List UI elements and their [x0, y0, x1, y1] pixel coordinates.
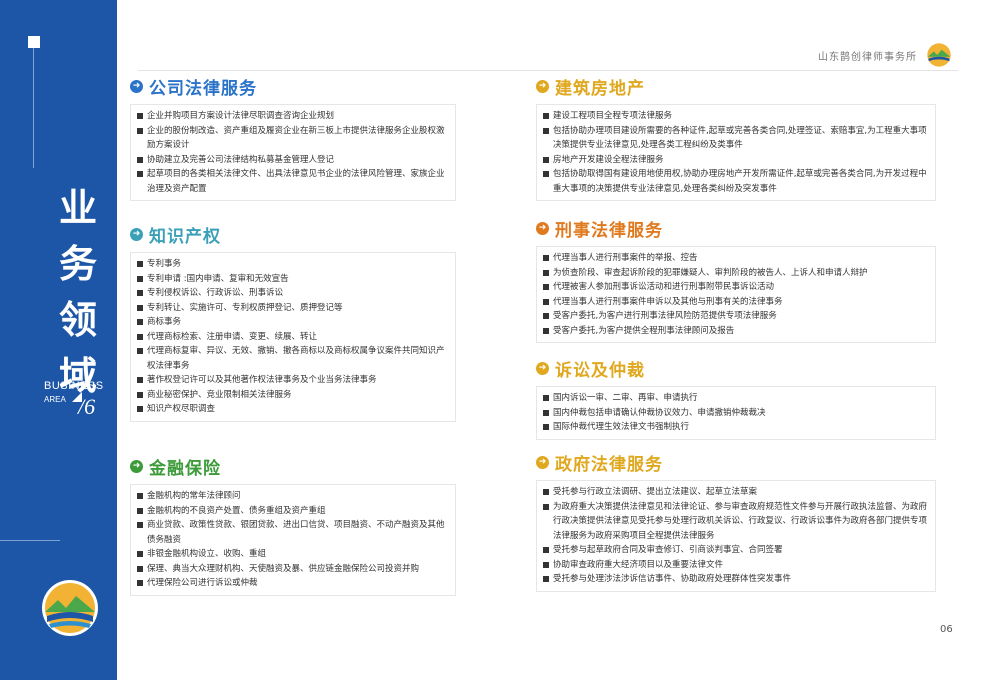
sidebar-title-char: 领	[58, 298, 97, 342]
list-item: 代理当事人进行刑事案件的举报、控告	[543, 251, 929, 266]
list-item: 为政府重大决策提供法律意见和法律论证、参与审查政府规范性文件参与开展行政执法监督…	[543, 500, 929, 544]
sidebar-title-char: 业	[58, 186, 97, 230]
list-item: 金融机构的常年法律顾问	[137, 489, 449, 504]
list-item: 代理商标检索、注册申请、变更、续展、转让	[137, 330, 449, 345]
list-item: 受托参与行政立法调研、提出立法建议、起草立法草案	[543, 485, 929, 500]
section-title: 政府法律服务	[555, 454, 663, 475]
section-header: ➜ 诉讼及仲裁	[536, 356, 936, 381]
triangle-icon	[72, 392, 82, 402]
arrow-right-icon: ➜	[130, 459, 143, 473]
section-ip: ➜ 知识产权 专利事务 专利申请 :国内申请、复审和无效宣告 专利侵权诉讼、行政…	[130, 222, 456, 422]
list-item: 代理商标复审、异议、无效、撤销、撤各商标以及商标权属争议案件共同知识产权法律事务	[137, 344, 449, 373]
firm-logo-icon	[42, 580, 98, 636]
list-item: 商业贷款、政策性贷款、银团贷款、进出口信贷、项目融资、不动产融资及其他债务融资	[137, 518, 449, 547]
list-item: 专利事务	[137, 257, 449, 272]
list-item: 商业秘密保护、竞业限制相关法律服务	[137, 388, 449, 403]
list-item: 包括协助取得国有建设用地使用权,协助办理房地产开发所需证件,起草或完善各类合同,…	[543, 167, 929, 196]
section-company: ➜ 公司法律服务 企业并购项目方案设计法律尽职调查咨询企业规划 企业的股份制改造…	[130, 74, 456, 201]
sidebar-square-marker	[28, 36, 40, 48]
list-item: 代理当事人进行刑事案件申诉以及其他与刑事有关的法律事务	[543, 295, 929, 310]
section-title: 刑事法律服务	[555, 220, 663, 241]
section-body: 受托参与行政立法调研、提出立法建议、起草立法草案 为政府重大决策提供法律意见和法…	[536, 480, 936, 592]
list-item: 国内诉讼一审、二审、再审、申请执行	[543, 391, 929, 406]
list-item: 协助审查政府重大经济项目以及重要法律文件	[543, 558, 929, 573]
list-item: 知识产权尽职调查	[137, 402, 449, 417]
list-item: 受托参与起草政府合同及审查修订、引商谈判事宜、合同签署	[543, 543, 929, 558]
list-item: 受客户委托,为客户提供全程刑事法律顾问及报告	[543, 324, 929, 339]
list-item: 企业并购项目方案设计法律尽职调查咨询企业规划	[137, 109, 449, 124]
arrow-right-icon: ➜	[536, 79, 549, 93]
list-item: 房地产开发建设全程法律服务	[543, 153, 929, 168]
section-body: 国内诉讼一审、二审、再审、申请执行 国内仲裁包括申请确认仲裁协议效力、申请撤销仲…	[536, 386, 936, 440]
sidebar-title-char: 域	[58, 354, 97, 398]
section-title: 公司法律服务	[149, 78, 257, 99]
list-item: 商标事务	[137, 315, 449, 330]
list-item: 代理保险公司进行诉讼或仲裁	[137, 576, 449, 591]
sidebar: 业 务 领 域 BUSINESS AREA /6	[0, 0, 117, 680]
arrow-right-icon: ➜	[536, 455, 549, 469]
arrow-right-icon: ➜	[536, 221, 549, 235]
section-header: ➜ 建筑房地产	[536, 74, 936, 99]
arrow-right-icon: ➜	[536, 361, 549, 375]
business-label: BUSINESS	[44, 380, 104, 392]
section-header: ➜ 金融保险	[130, 454, 456, 479]
section-header: ➜ 刑事法律服务	[536, 216, 936, 241]
list-item: 建设工程项目全程专项法律服务	[543, 109, 929, 124]
list-item: 金融机构的不良资产处置、债务重组及资产重组	[137, 504, 449, 519]
section-realestate: ➜ 建筑房地产 建设工程项目全程专项法律服务 包括协助办理项目建设所需要的各种证…	[536, 74, 936, 201]
section-body: 专利事务 专利申请 :国内申请、复审和无效宣告 专利侵权诉讼、行政诉讼、刑事诉讼…	[130, 252, 456, 422]
section-criminal: ➜ 刑事法律服务 代理当事人进行刑事案件的举报、控告 为侦查阶段、审查起诉阶段的…	[536, 216, 936, 343]
area-number: /6	[78, 394, 96, 419]
arrow-right-icon: ➜	[130, 79, 143, 93]
list-item: 保理、典当大众理财机构、天使融资及暴、供应链金融保险公司投资并购	[137, 562, 449, 577]
list-item: 起草项目的各类相关法律文件、出具法律意见书企业的法律风险管理、家族企业治理及资产…	[137, 167, 449, 196]
list-item: 企业的股份制改造、资产重组及履资企业在新三板上市提供法律服务企业股权激励方案设计	[137, 124, 449, 153]
list-item: 代理被害人参加刑事诉讼活动和进行刑事附带民事诉讼活动	[543, 280, 929, 295]
list-item: 为侦查阶段、审查起诉阶段的犯罪嫌疑人、审判阶段的被告人、上诉人和申请人辩护	[543, 266, 929, 281]
area-label: AREA	[44, 395, 66, 404]
list-item: 专利侵权诉讼、行政诉讼、刑事诉讼	[137, 286, 449, 301]
header-divider	[138, 70, 958, 71]
list-item: 著作权登记许可以及其他著作权法律事务及个业当务法律事务	[137, 373, 449, 388]
list-item: 专利申请 :国内申请、复审和无效宣告	[137, 272, 449, 287]
list-item: 国内仲裁包括申请确认仲裁协议效力、申请撤销仲裁裁决	[543, 406, 929, 421]
section-finance: ➜ 金融保险 金融机构的常年法律顾问 金融机构的不良资产处置、债务重组及资产重组…	[130, 454, 456, 596]
list-item: 包括协助办理项目建设所需要的各种证件,起草或完善各类合同,处理签证、索赔事宜,为…	[543, 124, 929, 153]
section-title: 诉讼及仲裁	[555, 360, 645, 381]
section-title: 知识产权	[149, 226, 221, 247]
section-litigation: ➜ 诉讼及仲裁 国内诉讼一审、二审、再审、申请执行 国内仲裁包括申请确认仲裁协议…	[536, 356, 936, 440]
section-title: 金融保险	[149, 458, 221, 479]
section-body: 金融机构的常年法律顾问 金融机构的不良资产处置、债务重组及资产重组 商业贷款、政…	[130, 484, 456, 596]
section-body: 代理当事人进行刑事案件的举报、控告 为侦查阶段、审查起诉阶段的犯罪嫌疑人、审判阶…	[536, 246, 936, 343]
list-item: 受客户委托,为客户进行刑事法律风险防范提供专项法律服务	[543, 309, 929, 324]
sidebar-vertical-line	[33, 48, 34, 168]
list-item: 国际仲裁代理生效法律文书强制执行	[543, 420, 929, 435]
section-header: ➜ 公司法律服务	[130, 74, 456, 99]
list-item: 专利转让、实施许可、专利权质押登记、质押登记等	[137, 301, 449, 316]
firm-logo-small-icon	[927, 43, 951, 67]
section-header: ➜ 知识产权	[130, 222, 456, 247]
list-item: 协助建立及完善公司法律结构私募基金管理人登记	[137, 153, 449, 168]
section-government: ➜ 政府法律服务 受托参与行政立法调研、提出立法建议、起草立法草案 为政府重大决…	[536, 450, 936, 592]
section-title: 建筑房地产	[555, 78, 645, 99]
sidebar-horizontal-line	[0, 540, 60, 541]
sidebar-title-char: 务	[58, 242, 97, 286]
sidebar-title: 业 务 领 域	[48, 180, 108, 404]
section-body: 企业并购项目方案设计法律尽职调查咨询企业规划 企业的股份制改造、资产重组及履资企…	[130, 104, 456, 201]
arrow-right-icon: ➜	[130, 227, 143, 241]
firm-name: 山东鹊创律师事务所	[818, 52, 917, 63]
list-item: 非银金融机构设立、收购、重组	[137, 547, 449, 562]
page-number: 06	[940, 624, 953, 635]
list-item: 受托参与处理涉法涉诉信访事件、协助政府处理群体性突发事件	[543, 572, 929, 587]
section-header: ➜ 政府法律服务	[536, 450, 936, 475]
section-body: 建设工程项目全程专项法律服务 包括协助办理项目建设所需要的各种证件,起草或完善各…	[536, 104, 936, 201]
